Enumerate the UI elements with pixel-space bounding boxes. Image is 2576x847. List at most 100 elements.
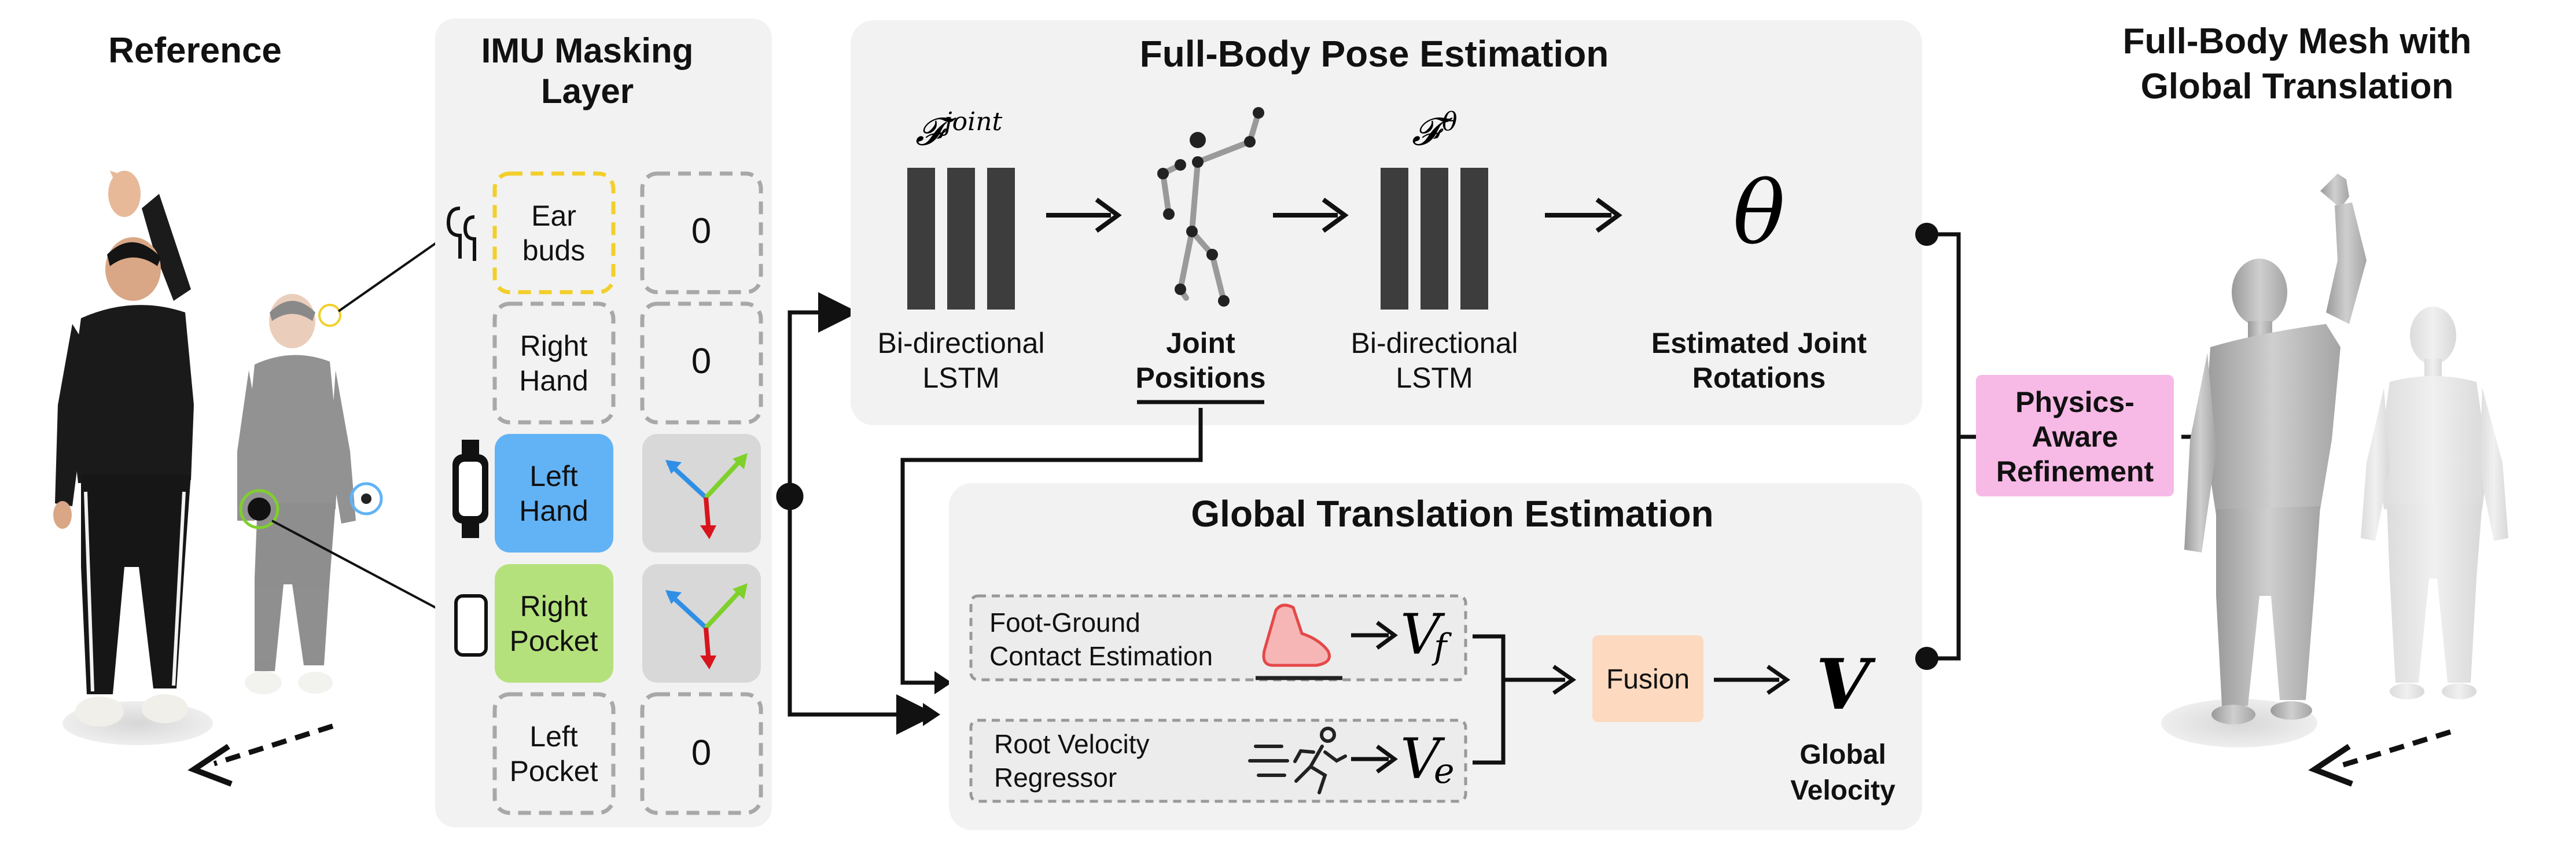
lstm-theta-label-line2: LSTM [1396, 362, 1473, 394]
earbuds-output-zero: 0 [691, 211, 711, 251]
right-hand-label-box [492, 301, 616, 425]
imu-masking-section: IMU Masking Layer Ear buds 0 Right Han [435, 19, 772, 827]
right-hand-label-line1: Right [520, 330, 588, 362]
masking-title-line2: Layer [541, 72, 634, 111]
to-fusion-arrowhead [1552, 665, 1577, 695]
output-dashed-arrow [2336, 729, 2452, 769]
phone-location-marker [239, 489, 279, 529]
lstm-bar [987, 168, 1015, 310]
theta-symbol: θ [1733, 163, 1785, 264]
earbud-location-marker [318, 304, 341, 327]
joints-label-line1: Joint [1166, 327, 1235, 359]
mask-row-left-hand: Left Hand [495, 434, 761, 553]
lstm-bar [1421, 168, 1448, 310]
right-pocket-label-line1: Right [520, 590, 588, 623]
lstm-joint-superscript: joint [939, 107, 1003, 137]
left-hand-label-box [495, 434, 613, 553]
lstm-bar [1381, 168, 1408, 310]
lstm-bar [907, 168, 935, 310]
left-pocket-label-box [492, 692, 616, 815]
output-title-line1: Full-Body Mesh with [2123, 21, 2472, 61]
foot-contact-icon [1256, 603, 1342, 680]
earbud-leader-line [337, 233, 450, 312]
global-velocity-line2: Velocity [1790, 775, 1896, 806]
earbuds-label-line2: buds [522, 234, 585, 267]
right-hand-label-line2: Hand [519, 364, 588, 397]
left-pocket-output-zero: 0 [691, 733, 711, 773]
mesh-body [2184, 174, 2367, 724]
reference-title: Reference [108, 31, 282, 71]
left-pocket-output-box [640, 692, 763, 815]
right-hand-output-box [640, 301, 763, 425]
reference-section: Reference [53, 31, 458, 787]
mask-row-earbuds: Ear buds 0 [492, 171, 763, 294]
refinement-line3: Refinement [1996, 455, 2154, 488]
left-hand-label-line1: Left [529, 460, 578, 492]
fusion-label: Fusion [1606, 664, 1690, 695]
translation-title: Global Translation Estimation [1191, 493, 1713, 535]
mesh-body-ghost [2361, 307, 2508, 699]
lstm-theta-superscript: θ [1442, 107, 1458, 137]
theta-label-line2: Rotations [1692, 362, 1826, 394]
joints-label-line2: Positions [1135, 362, 1265, 394]
mask-row-left-pocket: Left Pocket 0 [492, 692, 763, 815]
earbuds-icon [446, 207, 476, 261]
refinement-line1: Physics- [2015, 386, 2135, 418]
reference-arrowhead [187, 743, 233, 787]
masking-to-translation-arrowhead [923, 703, 940, 726]
joints-to-lstm2-arrowhead [1322, 197, 1349, 233]
reference-dashed-arrow [213, 723, 334, 767]
right-pocket-label-line2: Pocket [510, 625, 598, 657]
pose-title: Full-Body Pose Estimation [1140, 33, 1609, 75]
global-velocity-symbol: V [1816, 644, 1876, 726]
output-arrowhead [2308, 743, 2353, 787]
axes-icon [665, 583, 748, 669]
right-pocket-label-box [495, 564, 613, 683]
left-pocket-label-line2: Pocket [510, 755, 598, 787]
foot-arrowhead [1375, 621, 1398, 650]
lstm2-to-theta-arrowhead [1595, 197, 1622, 233]
masking-title-line1: IMU Masking [481, 31, 694, 70]
left-hand-label-line2: Hand [519, 495, 588, 527]
lstm-joint-label-line1: Bi-directional [877, 327, 1044, 359]
output-section: Full-Body Mesh with Global Translation [2123, 21, 2508, 787]
phone-dot [248, 498, 271, 521]
phone-leader-line [271, 520, 458, 620]
lstm-joint-label-line2: LSTM [922, 362, 999, 394]
root-velocity-box [969, 719, 1467, 803]
ve-symbol: V [1400, 727, 1445, 791]
earbuds-label-box [492, 171, 616, 294]
earbuds-label-line1: Ear [531, 200, 576, 232]
lstm1-to-joints-arrowhead [1095, 197, 1122, 233]
watch-location-marker [349, 482, 383, 515]
ve-subscript: e [1434, 751, 1455, 791]
mask-row-right-hand: Right Hand 0 [492, 301, 763, 425]
right-hand-output-zero: 0 [691, 341, 711, 381]
pose-section: Full-Body Pose Estimation 𝓕 joint Bi-dir… [851, 20, 1922, 425]
watch-dot [361, 494, 371, 504]
running-icon [1248, 727, 1347, 794]
earbuds-output-box [640, 171, 763, 294]
theta-label-line1: Estimated Joint [1651, 327, 1867, 359]
joints-to-translation-line [900, 408, 1203, 685]
fusion-box [1592, 635, 1703, 722]
left-pocket-label-line1: Left [529, 720, 578, 753]
output-bracket [1927, 232, 1961, 661]
root-velocity-line2: Regressor [994, 763, 1117, 793]
lstm-theta-block: 𝓕 θ Bi-directional LSTM [1350, 107, 1518, 394]
foot-contact-line1: Foot-Ground [989, 607, 1140, 638]
axes-icon [665, 453, 748, 539]
lstm-theta-label-line1: Bi-directional [1350, 327, 1518, 359]
lstm-joint-block: 𝓕 joint Bi-directional LSTM [877, 107, 1044, 394]
foot-contact-box [969, 594, 1467, 682]
merge-bracket [1473, 634, 1506, 765]
lstm-bar [947, 168, 975, 310]
output-title-line2: Global Translation [2141, 67, 2454, 106]
refinement-box [1976, 375, 2174, 496]
refinement-line2: Aware [2032, 421, 2118, 453]
phone-icon [454, 594, 488, 657]
reference-person-ghost [237, 294, 356, 694]
global-velocity-line1: Global [1799, 739, 1886, 770]
